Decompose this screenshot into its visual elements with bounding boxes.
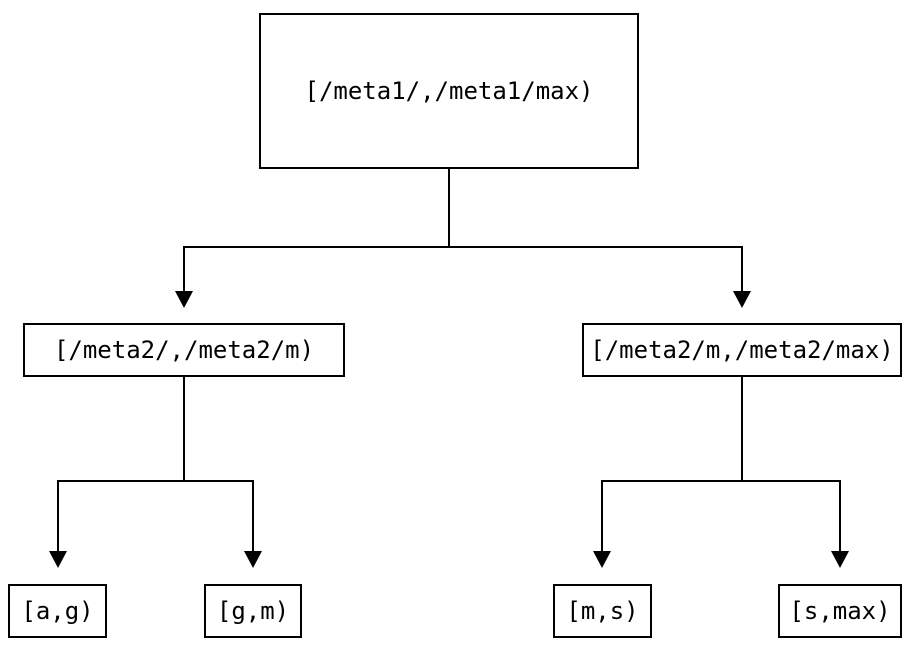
arrowhead-to-leaf4 [831, 551, 849, 568]
node-leaf-range-ag: [a,g) [8, 584, 107, 638]
node-meta2-left-label: [/meta2/,/meta2/m) [53, 336, 315, 364]
node-leaf-range-ag-label: [a,g) [21, 597, 94, 625]
arrowhead-to-leaf3 [593, 551, 611, 568]
node-leaf-range-smax-label: [s,max) [789, 597, 891, 625]
node-leaf-range-gm: [g,m) [204, 584, 302, 638]
node-leaf-range-ms: [m,s) [553, 584, 652, 638]
node-leaf-range-smax: [s,max) [778, 584, 902, 638]
node-meta2-left-range: [/meta2/,/meta2/m) [23, 323, 345, 377]
node-leaf-range-ms-label: [m,s) [566, 597, 639, 625]
node-root-label: [/meta1/,/meta1/max) [304, 77, 594, 105]
node-leaf-range-gm-label: [g,m) [216, 597, 290, 625]
arrowhead-to-leaf1 [49, 551, 67, 568]
arrowhead-to-l2a [175, 291, 193, 308]
arrowhead-to-leaf2 [244, 551, 262, 568]
node-meta2-right-range: [/meta2/m,/meta2/max) [582, 323, 902, 377]
node-root-range: [/meta1/,/meta1/max) [259, 13, 639, 169]
arrowhead-to-l2b [733, 291, 751, 308]
node-meta2-right-label: [/meta2/m,/meta2/max) [590, 336, 894, 364]
